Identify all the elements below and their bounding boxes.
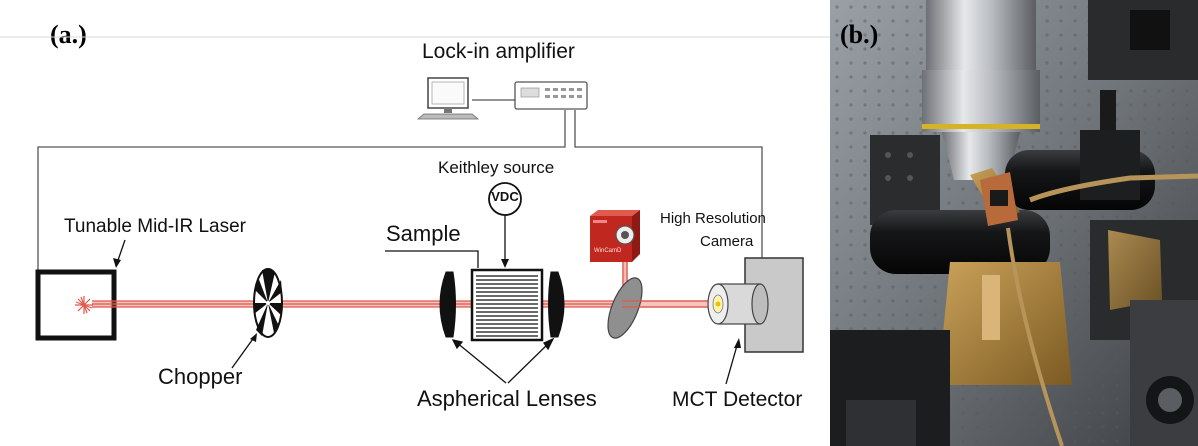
sample-grating-icon	[470, 268, 544, 342]
schematic-drawing	[0, 36, 830, 385]
camera-brand: WinCamD	[594, 248, 622, 254]
chopper-label: Chopper	[158, 364, 243, 389]
setup-photo	[830, 0, 1198, 446]
camera-icon	[590, 210, 640, 262]
chopper-wheel-icon	[253, 268, 283, 338]
signal-wires	[37, 99, 763, 272]
camera-label-line1: High Resolution	[660, 210, 766, 227]
detector-label: MCT Detector	[672, 388, 803, 411]
computer-icon	[416, 77, 480, 120]
lockin-amplifier-icon	[514, 81, 588, 110]
aspherical-lens-left	[439, 271, 456, 338]
laser-burst-icon	[75, 296, 93, 314]
lockin-label: Lock-in amplifier	[422, 40, 575, 63]
laser-label: Tunable Mid-IR Laser	[64, 216, 246, 237]
lens-pointers	[451, 337, 555, 384]
detector-cylinder-icon	[707, 283, 769, 325]
lenses-label: Aspherical Lenses	[417, 386, 597, 411]
panel-b-label: (b.)	[840, 20, 879, 49]
wire-detector-to-lockin	[574, 110, 763, 258]
sample-pointer	[385, 250, 479, 268]
panel-a-label: (a.)	[50, 20, 87, 49]
chopper-pointer	[231, 335, 256, 369]
beam-splitter-icon	[607, 277, 643, 339]
sample-label: Sample	[386, 221, 461, 246]
keithley-label: Keithley source	[438, 158, 555, 177]
wire-laser-to-lockin	[37, 110, 566, 272]
detector-pointer	[725, 341, 739, 385]
beam-through-splitter	[622, 300, 718, 308]
camera-label-line2: Camera	[700, 233, 754, 250]
setup-photo-panel: (b.)	[830, 0, 1198, 446]
vdc-label: VDC	[491, 189, 519, 204]
schematic-panel: (a.)	[0, 20, 830, 411]
aspherical-lens-right	[548, 271, 565, 338]
